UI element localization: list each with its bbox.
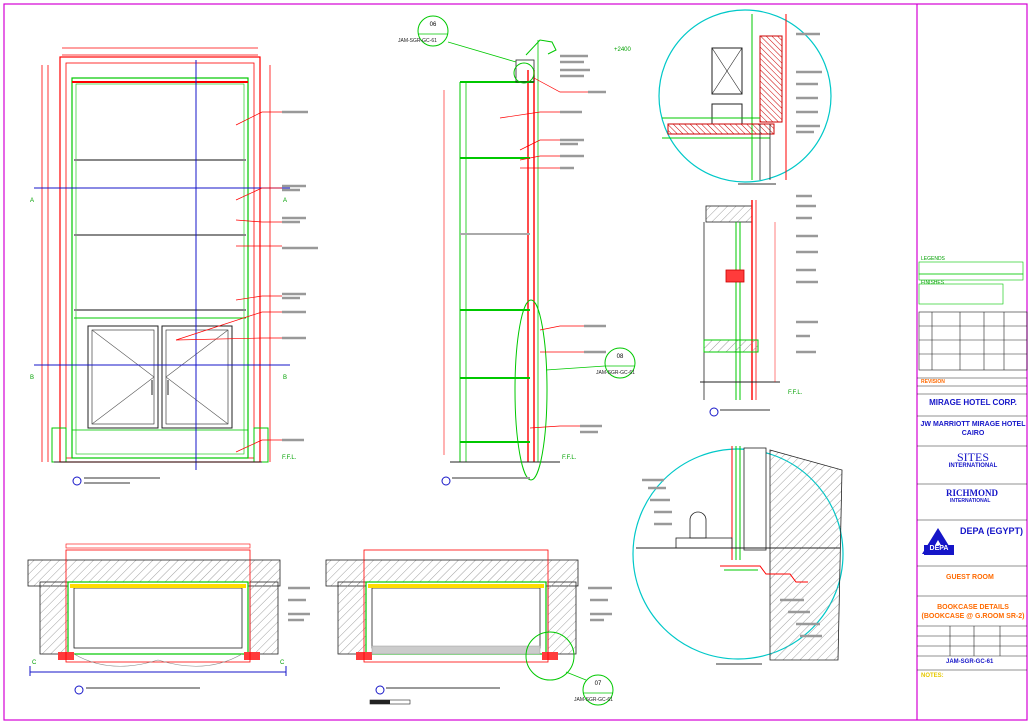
section-mark-c-right: C <box>280 660 284 666</box>
title-block-grid <box>917 261 1028 671</box>
level-mark: +2400 <box>614 47 631 53</box>
ffl-label: F.F.L. <box>562 455 577 461</box>
plan-view-right <box>325 549 614 706</box>
callout-06-top: 06 <box>421 22 445 28</box>
section-mark-b-left: B <box>30 375 34 381</box>
callout-ref: JAM-SGR-GC-61 <box>574 697 613 703</box>
depa-logo <box>922 528 954 555</box>
section-mark-b-right: B <box>283 375 287 381</box>
ffl-middle: F.F.L. <box>788 390 802 396</box>
callout-ref: JAM-SGR-GC-61 <box>398 38 437 44</box>
detail-06-circle <box>658 9 832 185</box>
section-mark: C <box>32 660 37 666</box>
section-mark: B <box>283 375 288 381</box>
middle-right-section <box>700 194 818 417</box>
section-mark: A <box>30 198 35 204</box>
callout-07: 07 <box>586 681 610 687</box>
callout-08-ref: JAM-SGR-GC-61 <box>596 370 635 376</box>
callout-number: 06 <box>429 22 437 28</box>
contractor-logo-text: DEPA <box>929 545 949 552</box>
callout-ref: JAM-SGR-GC-61 <box>596 370 635 376</box>
plan-view-left <box>27 543 310 695</box>
architect-sub: INTERNATIONAL <box>948 463 998 469</box>
drawing-title-1: BOOKCASE DETAILS <box>937 604 1009 611</box>
revision-label: REVISION <box>921 379 945 385</box>
section-mark-c-left: C <box>32 660 36 666</box>
callout-number: 08 <box>616 354 624 360</box>
callout-07-ref: JAM-SGR-GC-61 <box>574 697 613 703</box>
area-label: GUEST ROOM <box>946 574 994 581</box>
project-line-1: JW MARRIOTT MIRAGE HOTEL <box>920 421 1026 428</box>
section-mark-a-right: A <box>283 198 287 204</box>
finishes-label: FINISHES <box>921 280 945 286</box>
project-line-2: CAIRO <box>961 430 985 437</box>
section-mark: A <box>283 198 288 204</box>
legend-label: LEGENDS <box>921 256 945 262</box>
section-mark: B <box>30 375 35 381</box>
designer-sub: INTERNATIONAL <box>950 498 991 504</box>
callout-number: 07 <box>594 681 602 687</box>
designer-name: RICHMOND <box>946 488 998 498</box>
client-name: MIRAGE HOTEL CORP. <box>929 398 1017 407</box>
drawing-number: JAM-SGR-GC-61 <box>946 659 994 665</box>
side-section <box>417 15 636 486</box>
notes-label: NOTES: <box>921 673 944 679</box>
callout-06-ref: JAM-SGR-GC-61 <box>398 38 437 44</box>
architect-name: SITES <box>956 450 989 464</box>
ffl-label: F.F.L. <box>282 455 297 461</box>
section-mark: C <box>280 660 285 666</box>
ffl-label: F.F.L. <box>788 390 803 396</box>
ffl-side: F.F.L. <box>562 455 576 461</box>
drawing-title-2: (BOOKCASE @ G.ROOM SR-2) <box>921 613 1025 620</box>
callout-08: 08 <box>608 354 632 360</box>
detail-08-circle <box>632 446 844 665</box>
section-mark-a-left: A <box>30 198 34 204</box>
contractor-name: DEPA (EGYPT) <box>960 526 1024 536</box>
front-elevation <box>34 47 318 486</box>
level-mark-text: +2400 <box>614 47 631 53</box>
ffl-front: F.F.L. <box>282 455 296 461</box>
